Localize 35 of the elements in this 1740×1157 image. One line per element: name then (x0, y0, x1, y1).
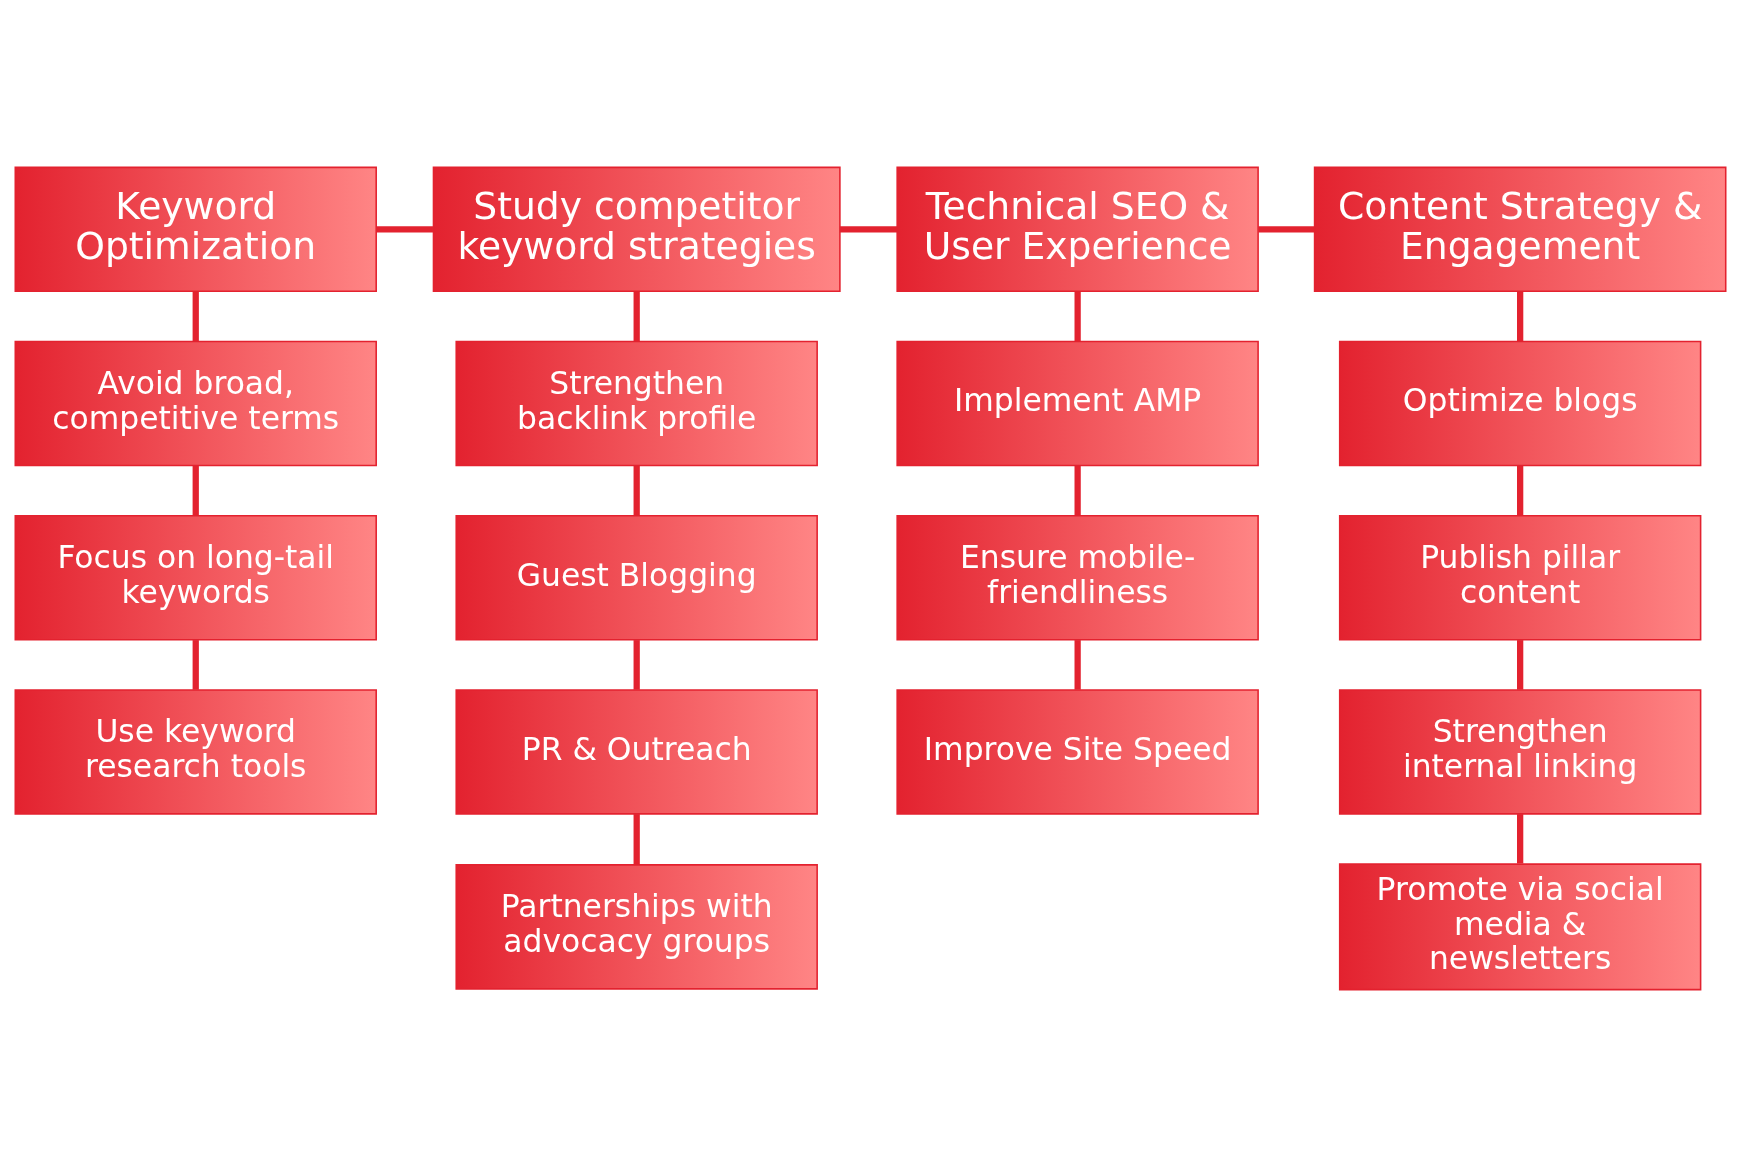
node-box: Guest Blogging (454, 514, 818, 641)
node-box: Keyword Optimization (14, 166, 377, 293)
node-box: Publish pillar content (1338, 514, 1701, 641)
connector (633, 465, 640, 516)
connector (633, 291, 640, 342)
node-box: Promote via social media & newsletters (1338, 863, 1701, 991)
node-box: Optimize blogs (1338, 340, 1701, 467)
node-box: Content Strategy & Engagement (1313, 166, 1726, 293)
connector (192, 640, 199, 690)
connector (192, 465, 199, 516)
node-box: Use keyword research tools (14, 689, 377, 815)
node-box: Partnerships with advocacy groups (454, 864, 818, 990)
connector (1074, 465, 1081, 516)
connector (192, 291, 199, 342)
connector (633, 640, 640, 690)
connector (1516, 291, 1523, 342)
node-box: Implement AMP (895, 340, 1259, 467)
node-box: Technical SEO & User Experience (895, 166, 1259, 293)
connector (1516, 640, 1523, 690)
connector (1516, 814, 1523, 864)
connector (1516, 465, 1523, 516)
node-box: Improve Site Speed (895, 689, 1259, 815)
node-box: Study competitor keyword strategies (432, 166, 841, 293)
node-box: Ensure mobile-friendliness (895, 514, 1259, 641)
connector (633, 814, 640, 865)
connector (376, 226, 433, 233)
node-box: Strengthen internal linking (1338, 689, 1701, 815)
connector (1074, 640, 1081, 690)
connector (1074, 291, 1081, 342)
connector (839, 226, 897, 233)
node-box: Avoid broad, competitive terms (14, 340, 377, 467)
node-box: PR & Outreach (454, 689, 818, 815)
node-box: Strengthen backlink profile (454, 340, 818, 467)
node-box: Focus on long-tail keywords (14, 514, 377, 641)
connector (1257, 226, 1315, 233)
